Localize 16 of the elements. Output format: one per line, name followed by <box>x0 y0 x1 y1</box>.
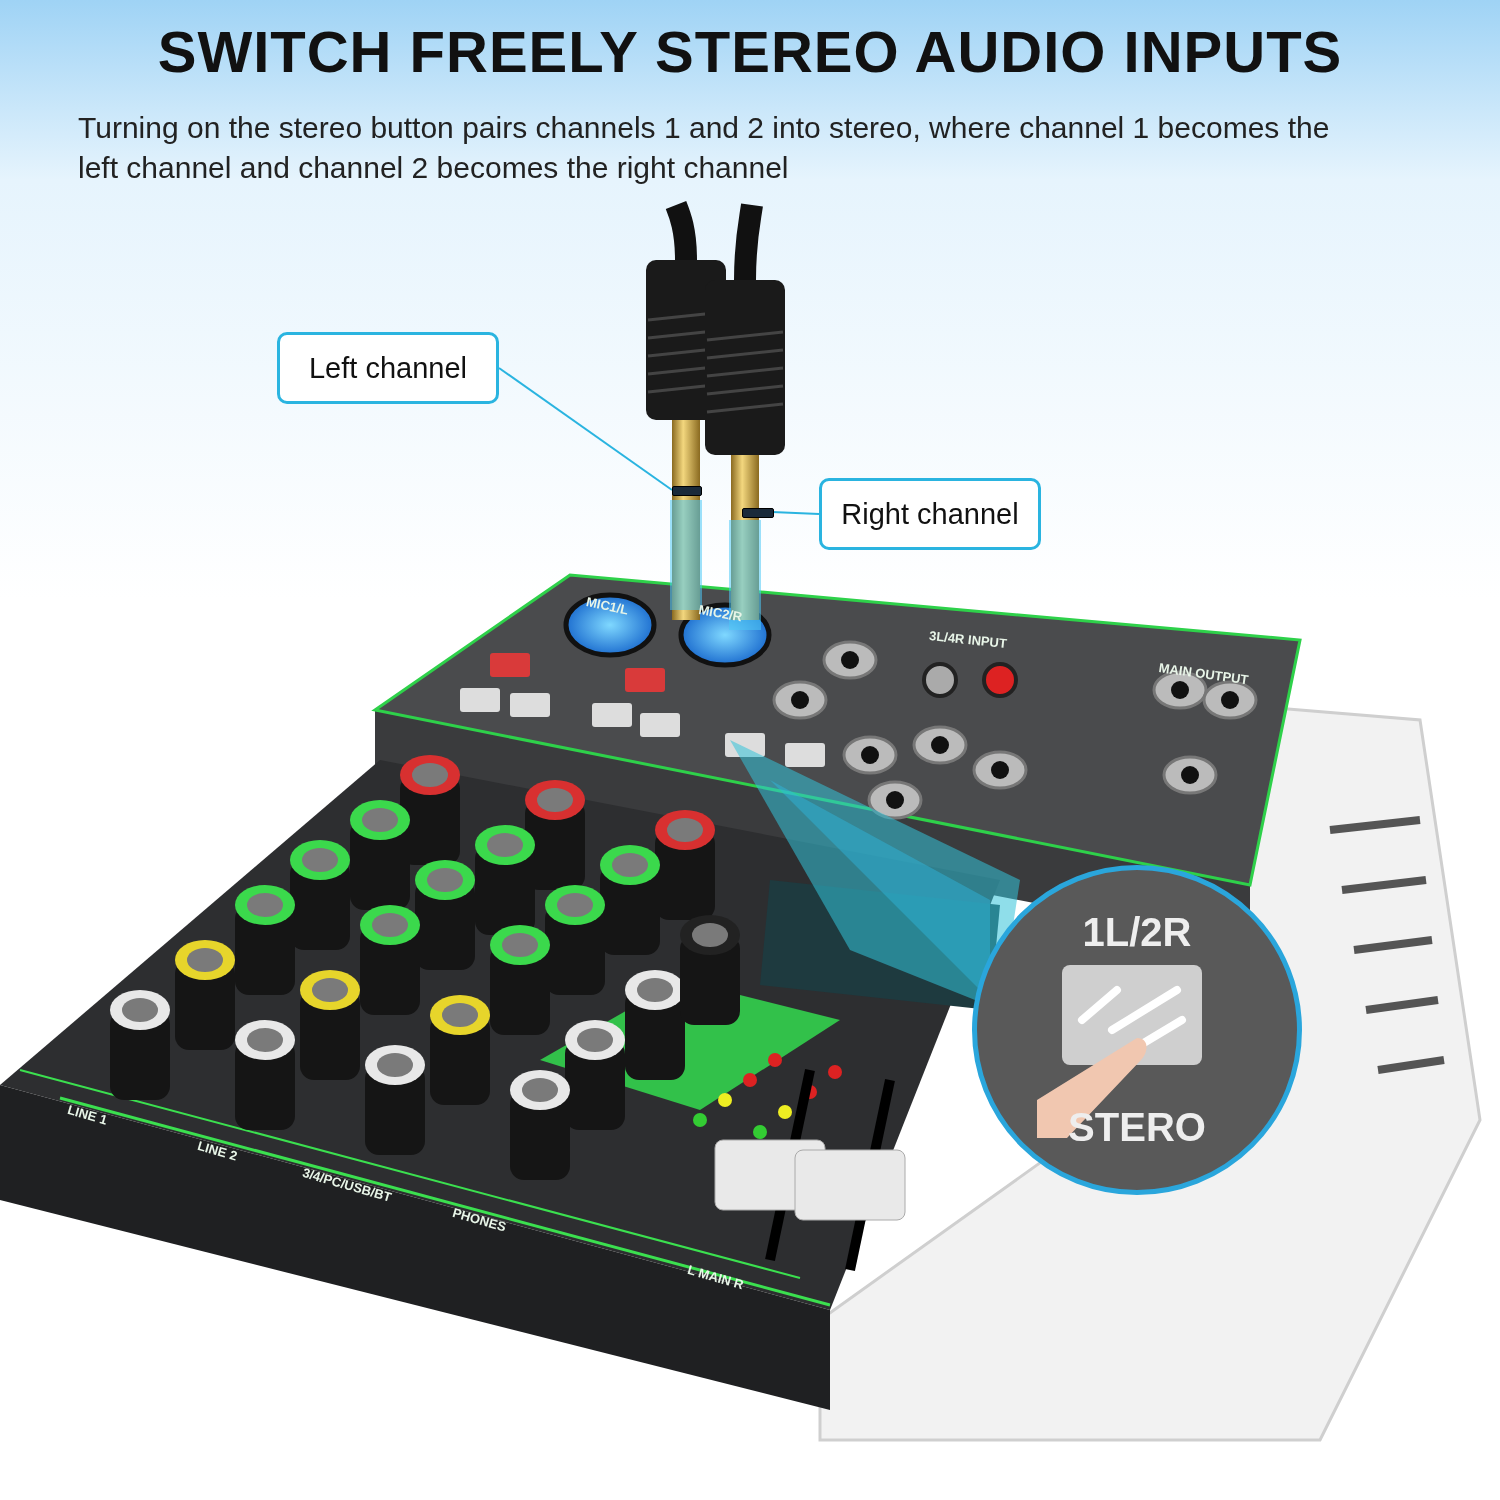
device-label: LINE 1 <box>65 1102 109 1128</box>
device-label: L MAIN R <box>685 1262 746 1293</box>
plug-ring <box>672 486 702 496</box>
device-label: 3L/4R INPUT <box>928 628 1008 652</box>
plug-ring <box>742 508 774 518</box>
device-label: MIC2/R <box>697 602 744 625</box>
leader-line <box>771 511 820 515</box>
title: SWITCH FREELY STEREO AUDIO INPUTS <box>156 18 1344 85</box>
device-label: MAIN OUTPUT <box>1157 660 1250 688</box>
callout-box: Right channel <box>819 478 1041 550</box>
caption: Turning on the stereo button pairs channels 1 and 2 into stereo, where channel 1 becomes the left channel and channel 2 becomes the right channel <box>78 110 1331 186</box>
callout-box: Left channel <box>277 332 499 404</box>
device-label: LINE 2 <box>195 1138 239 1164</box>
button-label: 1L/2R <box>1081 910 1193 955</box>
button-label: STERO <box>1067 1105 1207 1150</box>
device-label: MIC1/L <box>584 594 630 618</box>
